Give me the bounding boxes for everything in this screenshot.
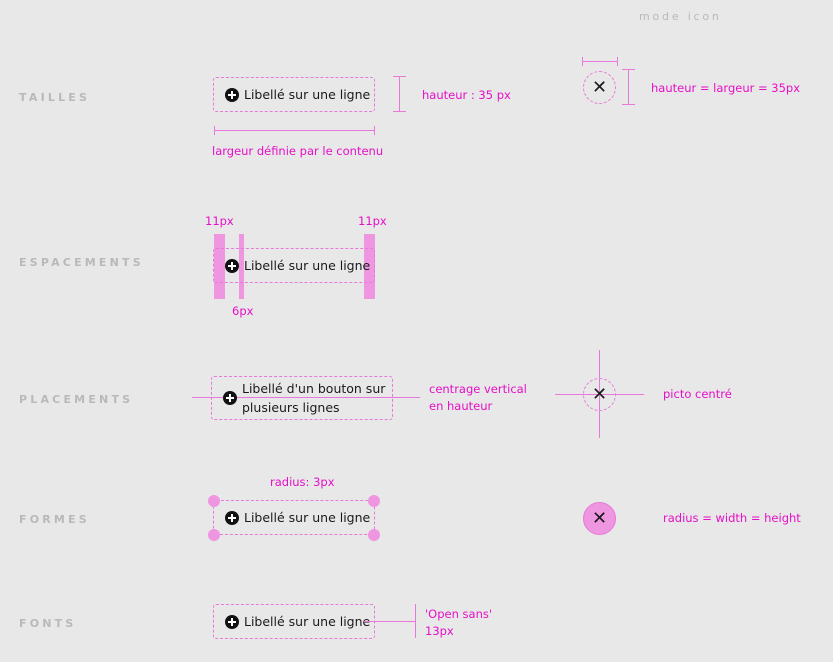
icon-center-note: picto centré (663, 387, 732, 401)
sample-button-tailles[interactable]: Libellé sur une ligne (213, 77, 375, 112)
section-label-fonts: FONTS (19, 617, 77, 630)
icon-gap-marker (239, 234, 244, 299)
plus-circle-icon (225, 87, 239, 102)
icon-size-note: hauteur = largeur = 35px (651, 81, 801, 95)
sample-button-fonts[interactable]: Libellé sur une ligne (213, 604, 375, 639)
plus-circle-icon (225, 258, 239, 273)
plus-circle-icon (223, 391, 237, 405)
width-measure-tick-right (374, 126, 375, 135)
icon-height-tick-bottom (622, 104, 635, 105)
font-bracket-line (415, 604, 416, 638)
button-label: Libellé sur une ligne (244, 510, 371, 525)
button-label-multiline: Libellé d'un bouton sur plusieurs lignes (242, 381, 386, 415)
button-label: Libellé sur une ligne (244, 258, 371, 273)
button-label: Libellé sur une ligne (244, 87, 371, 102)
width-measure-tick-left (214, 126, 215, 135)
corner-radius-marker-bottom-left (208, 529, 220, 541)
plus-circle-icon (225, 510, 239, 525)
sample-button-espacements[interactable]: Libellé sur une ligne (213, 248, 375, 283)
height-measure-line (399, 76, 400, 112)
corner-radius-marker-bottom-right (368, 529, 380, 541)
icon-button-tailles[interactable]: ✕ (583, 71, 616, 104)
icon-width-tick-left (582, 57, 583, 66)
section-label-tailles: TAILLES (19, 91, 91, 104)
sample-button-placements[interactable]: Libellé d'un bouton sur plusieurs lignes (211, 376, 393, 420)
close-icon: ✕ (591, 383, 608, 405)
icon-height-tick-top (622, 69, 635, 70)
height-measure-tick-bottom (393, 111, 406, 112)
center-note-line2: en hauteur (429, 399, 493, 413)
mode-icon-heading: mode icon (639, 10, 722, 23)
width-note: largeur définie par le contenu (212, 144, 384, 158)
plus-circle-icon (225, 614, 239, 629)
font-name-note: 'Open sans' (425, 607, 493, 621)
section-label-placements: PLACEMENTS (19, 393, 134, 406)
right-padding-note: 11px (358, 214, 387, 228)
icon-button-placements[interactable]: ✕ (583, 378, 616, 411)
right-padding-marker (364, 234, 375, 299)
corner-radius-marker-top-right (368, 495, 380, 507)
button-label: Libellé sur une ligne (244, 614, 371, 629)
icon-height-measure-line (628, 69, 629, 105)
close-icon: ✕ (591, 507, 608, 529)
icon-width-tick-right (617, 57, 618, 66)
width-measure-line (214, 130, 375, 131)
corner-radius-marker-top-left (208, 495, 220, 507)
font-size-note: 13px (425, 624, 454, 638)
left-padding-note: 11px (205, 214, 234, 228)
font-pointer-line (364, 621, 416, 622)
icon-button-formes[interactable]: ✕ (583, 502, 616, 535)
icon-radius-note: radius = width = height (663, 511, 801, 525)
vertical-center-guide (192, 397, 420, 398)
left-padding-marker (214, 234, 225, 299)
height-measure-tick-top (393, 76, 406, 77)
close-icon: ✕ (591, 76, 608, 98)
section-label-formes: FORMES (19, 513, 90, 526)
radius-note: radius: 3px (270, 475, 335, 489)
icon-width-measure-line (582, 61, 618, 62)
height-note: hauteur : 35 px (422, 88, 511, 102)
center-note-line1: centrage vertical (429, 382, 527, 396)
sample-button-formes[interactable]: Libellé sur une ligne (213, 500, 375, 535)
icon-gap-note: 6px (232, 304, 254, 318)
section-label-espacements: ESPACEMENTS (19, 256, 144, 269)
